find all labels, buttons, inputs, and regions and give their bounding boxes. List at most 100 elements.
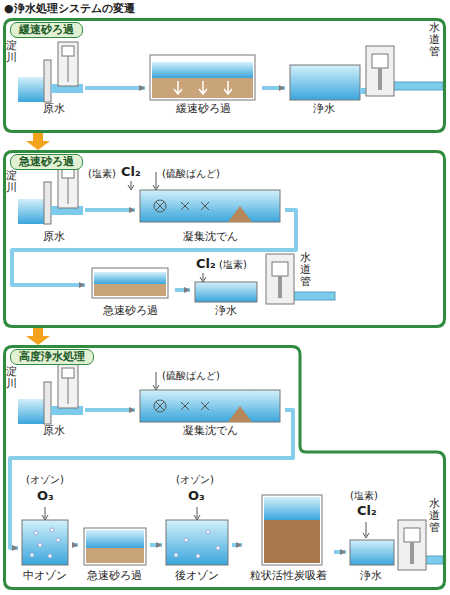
process-stage: 凝集沈でん — [135, 182, 285, 246]
stage-label: 浄水 — [215, 304, 237, 317]
panel3-art-part — [166, 520, 228, 565]
chemical-label: Cl₂ — [357, 503, 377, 519]
process-stage: 浄水 — [285, 60, 362, 118]
panel3-art-part-part — [206, 530, 210, 534]
panel1-art-part — [18, 42, 83, 102]
panel3-art-part — [398, 520, 426, 570]
panel3-art-part-part — [48, 554, 52, 558]
panel2-art-part — [92, 268, 168, 298]
stage-label: 中オゾン — [23, 569, 67, 582]
stage-label: 原水 — [43, 102, 65, 115]
panel3-art-part-part — [38, 543, 42, 547]
process-panel: 緩速砂ろ過原水緩速砂ろ過浄水 — [3, 18, 446, 133]
stage-label: 急速砂ろ過 — [87, 569, 142, 582]
panel2-art-part — [266, 254, 294, 304]
panel3-art-part — [264, 520, 320, 563]
chemical-label: (塩素) — [350, 490, 378, 502]
panel3-art-part — [86, 548, 144, 563]
chemical-label: O₃ — [37, 488, 54, 504]
panel1-art-part — [174, 81, 232, 94]
panel1-art-part — [152, 62, 253, 78]
panel3-art-part — [262, 495, 322, 565]
panel3-art-part-part — [216, 546, 220, 550]
panel2-art-part — [94, 272, 166, 284]
panel3-art-part-part — [56, 538, 60, 542]
process-stage: 粒状活性炭吸着 — [242, 490, 334, 585]
place-label: 水道管 — [429, 498, 440, 534]
stage-transition-arrow — [26, 328, 50, 345]
panel2-art-part — [200, 273, 206, 282]
process-stage: 後オゾン — [162, 505, 232, 585]
chemical-label: (オゾン) — [176, 474, 214, 486]
water-flow-pipe — [175, 288, 190, 292]
stage-label: 原水 — [43, 424, 65, 437]
water-flow-pipe — [12, 210, 296, 285]
process-stage: 原水 — [22, 362, 85, 440]
panel2-art-part — [94, 284, 166, 296]
panel-heading: 高度浄水処理 — [10, 349, 94, 365]
process-stage: 浄水 — [190, 274, 262, 320]
panel1-art — [18, 42, 443, 102]
chemical-label: (硫酸ばんど) — [162, 370, 220, 382]
panel3-art-part — [86, 530, 144, 548]
process-stage: 急速砂ろ過 — [78, 505, 150, 585]
place-label: 淀川 — [6, 366, 17, 390]
panel3-art-part — [194, 507, 200, 520]
panel1-art-part — [366, 46, 394, 96]
panel3-art — [18, 364, 443, 570]
process-stage: 浄水 — [346, 520, 396, 585]
water-flow-pipe — [85, 86, 145, 90]
process-stage: 原水 — [22, 40, 85, 118]
panel3-art-part — [156, 402, 209, 410]
panel-border — [5, 347, 445, 589]
water-flow-pipe — [72, 543, 78, 547]
stage-transition-arrow — [26, 133, 50, 150]
panel3-art-part-part — [30, 553, 34, 557]
panel2-art-part — [228, 206, 252, 222]
panel3-art-part — [30, 528, 60, 558]
panel3-art-part — [153, 372, 159, 390]
place-label: 淀川 — [6, 40, 17, 64]
place-label: 水道管 — [300, 252, 311, 288]
place-label: 水道管 — [429, 22, 440, 58]
panel1-art-part — [150, 55, 255, 100]
water-flow-pipe — [232, 543, 242, 547]
process-panel: 急速砂ろ過原水凝集沈でん急速砂ろ過浄水 — [3, 150, 446, 328]
stage-label: 浄水 — [313, 102, 335, 115]
panel1-art-part — [152, 78, 253, 98]
panel3-art-part — [350, 540, 394, 565]
water-flow-pipe — [85, 408, 135, 412]
water-flow-pipe — [10, 410, 293, 548]
panel2-art-part — [18, 164, 83, 224]
stage-label: 凝集沈でん — [183, 230, 238, 243]
process-stage: 凝集沈でん — [135, 383, 285, 440]
stage-label: 浄水 — [360, 569, 382, 582]
stage-label: 原水 — [43, 230, 65, 243]
chemical-label: (塩素) — [88, 168, 116, 180]
place-label: 淀川 — [6, 170, 17, 194]
panel3-art-part-part — [184, 538, 188, 542]
chemical-label: O₃ — [188, 488, 205, 504]
chemical-label: (オゾン) — [26, 474, 64, 486]
stage-label: 粒状活性炭吸着 — [250, 569, 327, 582]
panel1-art-part — [290, 65, 360, 100]
process-stage: 緩速砂ろ過 — [145, 50, 262, 118]
panel-border — [5, 152, 445, 327]
water-flow-pipe — [262, 86, 285, 90]
water-flow-pipe — [150, 543, 162, 547]
diagram-title: ●浄水処理システムの変遷 — [4, 2, 135, 15]
chemical-label: (塩素) — [219, 259, 247, 271]
process-panel: 高度浄水処理原水 凝集沈でん中オゾン 急速砂ろ過 後オゾン粒状活性炭吸着 浄水 — [3, 345, 446, 590]
panel3-art-part — [84, 528, 146, 565]
panel3-art-part-part — [34, 531, 38, 535]
stage-label: 緩速砂ろ過 — [176, 102, 231, 115]
panel3-art-part-part — [196, 554, 200, 558]
panel-heading: 急速砂ろ過 — [10, 154, 83, 170]
panel-outline — [3, 345, 446, 590]
stage-label: 凝集沈でん — [183, 424, 238, 437]
panel3-art-part-part — [174, 553, 178, 557]
panel2-art-part — [140, 190, 280, 222]
